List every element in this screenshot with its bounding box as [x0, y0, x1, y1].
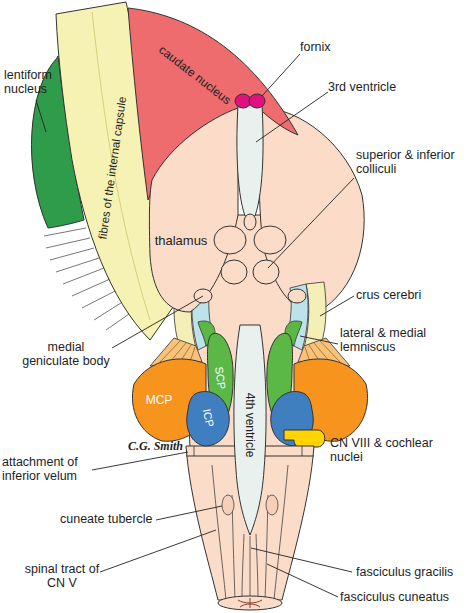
leader-line	[267, 564, 338, 597]
leader-line	[300, 336, 338, 344]
shape-outline	[148, 105, 240, 315]
fibre-line	[44, 228, 86, 236]
gracilis-border	[242, 534, 244, 600]
inferior-colliculus	[221, 260, 247, 284]
fibre-line	[82, 290, 117, 308]
structure-name: SCP	[213, 366, 227, 390]
structure-label: 3rd ventricle	[328, 80, 396, 94]
structure-label: fornix	[300, 40, 331, 54]
fibre-line	[46, 238, 90, 248]
structure-name: 4th ventricle	[244, 393, 256, 458]
icp-shape: ICP	[184, 386, 231, 448]
spinal-tract-border	[212, 465, 226, 600]
leader-line	[320, 296, 354, 316]
structure-label: lentiform nucleus	[4, 68, 74, 97]
structure-name: ICP	[201, 408, 216, 428]
pineal-gland	[244, 214, 256, 230]
leader-line	[92, 452, 188, 470]
spinal-cord-section	[218, 596, 282, 610]
shape-fill	[187, 392, 229, 446]
structure-label: cuneate tubercle	[60, 512, 152, 526]
leader-line	[156, 506, 222, 520]
fibre-line	[56, 258, 99, 272]
median-sulcus	[250, 536, 251, 600]
medial-geniculate-shape	[288, 289, 306, 303]
inferior-colliculus	[253, 260, 279, 284]
structure-label: attachment of inferior velum	[2, 455, 98, 484]
cn-viii-shape	[284, 430, 325, 447]
gracilis-border	[256, 534, 258, 600]
cuneate-tubercle-shape	[266, 495, 278, 515]
cuneate-tubercle-shape	[222, 495, 234, 515]
thalamus-shape: thalamus	[148, 105, 240, 315]
fibre-line	[63, 268, 104, 284]
fourth-ventricle-shape: 4th ventricle	[230, 322, 270, 538]
midbrain-right-side	[267, 282, 368, 446]
third-ventricle-shape	[237, 105, 263, 216]
spinal-tract-border	[274, 465, 288, 600]
thalamus-right-shape	[259, 108, 364, 312]
leader-line	[36, 100, 46, 132]
fibre-line	[106, 312, 132, 330]
superior-colliculus	[254, 226, 286, 254]
grey-matter-section	[238, 598, 262, 608]
fibre-line	[94, 301, 124, 320]
shape-fill	[149, 108, 238, 312]
structure-name: thalamus	[155, 234, 208, 247]
structure-label: crus cerebri	[356, 288, 421, 302]
leader-line	[100, 530, 216, 572]
structure-label: medial geniculate body	[18, 340, 114, 369]
leader-line	[251, 548, 352, 572]
artist-signature: C.G. Smith	[128, 440, 183, 454]
structure-label: superior & inferior colliculi	[356, 148, 461, 177]
structure-label: fasciculus cuneatus	[340, 590, 449, 604]
structure-label: fasciculus gracilis	[356, 565, 453, 579]
structure-label: lateral & medial lemniscus	[340, 326, 452, 355]
structure-name: MCP	[146, 394, 173, 406]
leader-line	[268, 178, 354, 268]
shape-fill	[234, 325, 266, 535]
structure-label: spinal tract of CN V	[20, 562, 104, 591]
fibre-line	[72, 279, 110, 296]
fibre-line	[50, 248, 94, 260]
structure-label: CN VIII & cochlear nuclei	[330, 436, 440, 465]
